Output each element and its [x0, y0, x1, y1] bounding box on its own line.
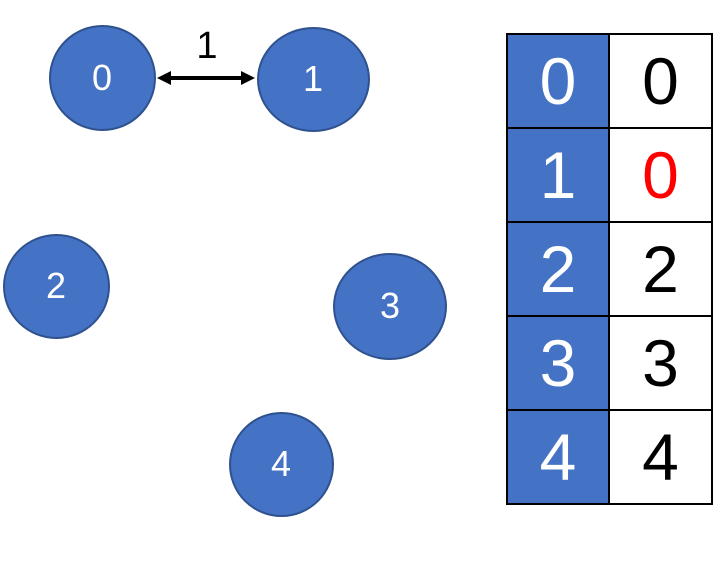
- distance-value-4: 4: [610, 411, 711, 503]
- graph-node-2[interactable]: 2: [2, 233, 110, 339]
- node-index-cell-3: 3: [508, 317, 608, 409]
- graph-node-0[interactable]: 0: [48, 25, 156, 131]
- node-index-cell-2: 2: [508, 223, 608, 315]
- node-index-cell-0: 0: [508, 35, 608, 127]
- node-index-cell-1: 1: [508, 129, 608, 221]
- distance-value-3: 3: [610, 317, 711, 409]
- graph-node-4[interactable]: 4: [228, 411, 334, 517]
- distance-value-1: 0: [610, 129, 711, 221]
- distance-value-2: 2: [610, 223, 711, 315]
- graph-node-1[interactable]: 1: [256, 26, 370, 132]
- node-2-label: 2: [45, 265, 67, 306]
- graph-node-3[interactable]: 3: [333, 252, 447, 360]
- node-4-label: 4: [270, 443, 292, 484]
- arrowhead-right-icon: [241, 71, 255, 85]
- node-0-label: 0: [91, 57, 113, 98]
- arrowhead-left-icon: [157, 71, 171, 85]
- node-1-label: 1: [302, 58, 324, 99]
- node-index-cell-4: 4: [508, 411, 608, 503]
- edge-weight-label: 1: [196, 25, 218, 67]
- node-3-label: 3: [379, 285, 401, 326]
- distance-table: 0 0 1 0 2 2 3 3 4 4: [506, 33, 713, 505]
- distance-value-0: 0: [610, 35, 711, 127]
